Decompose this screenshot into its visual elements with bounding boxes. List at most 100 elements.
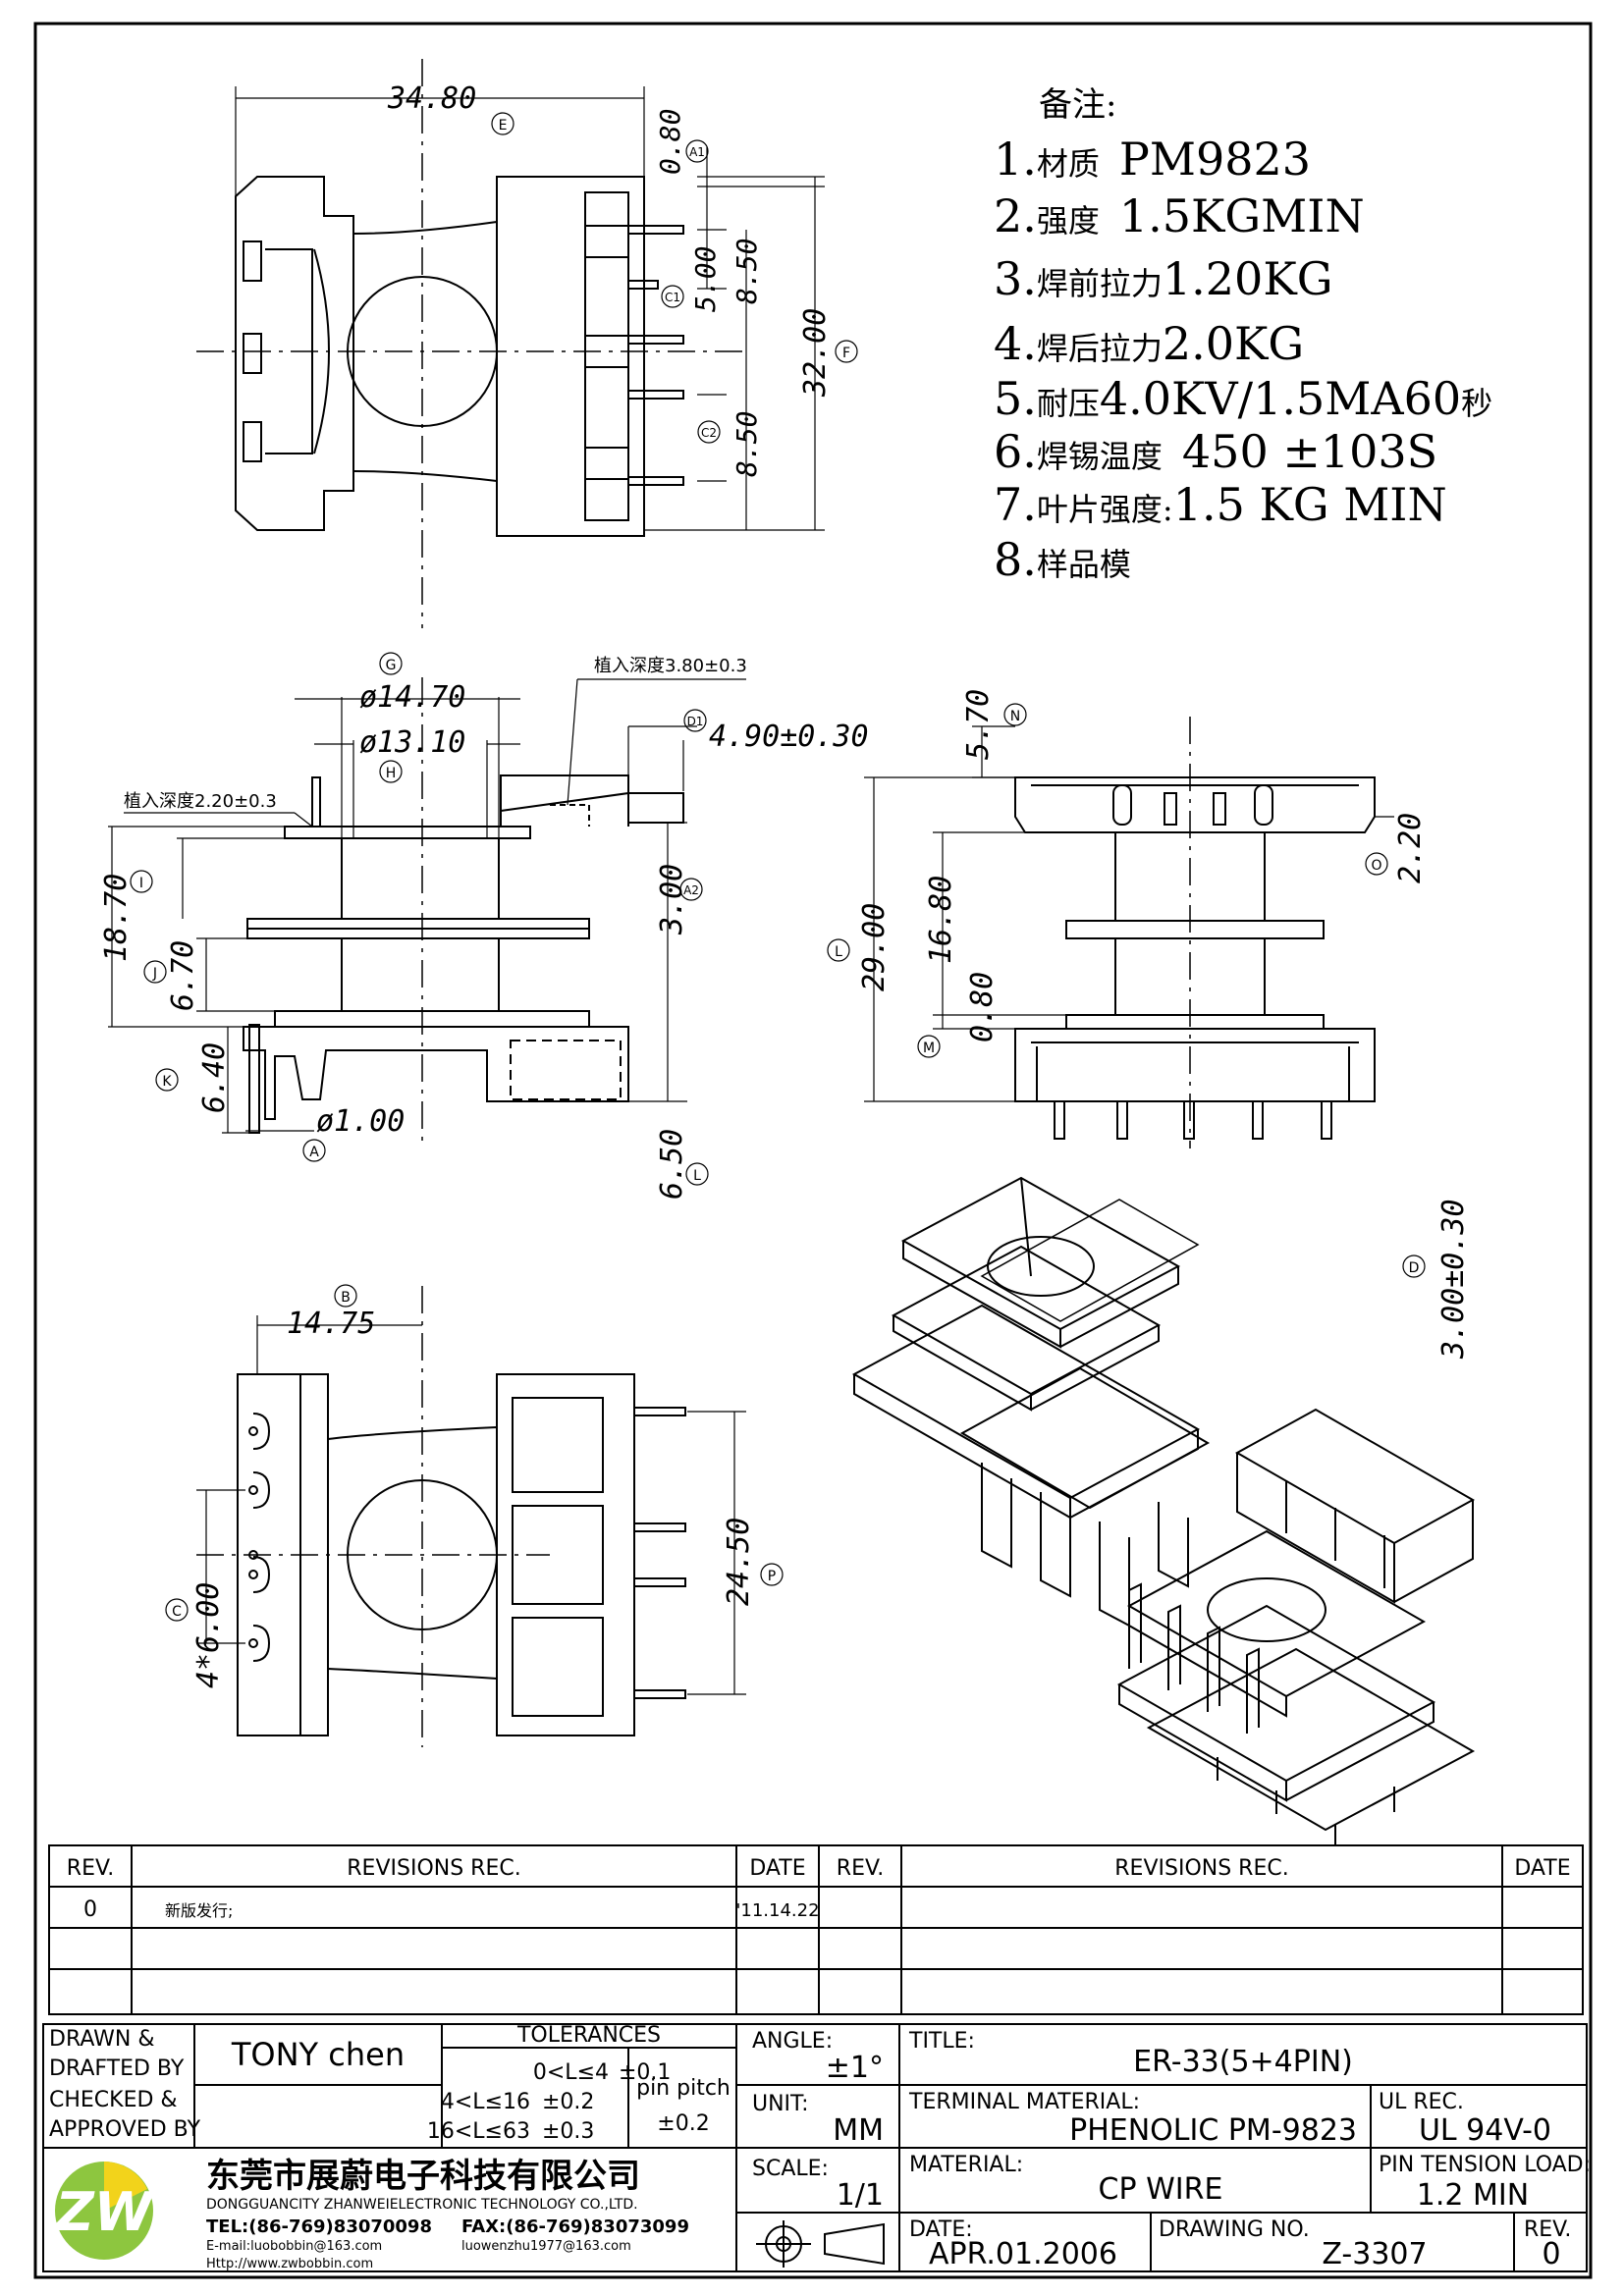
title-block-text: DRAWN & DRAFTED BY TONY chen CHECKED & A… — [49, 2023, 1591, 2271]
bottom-view-dims: 14.75 B 24.50 P 4*6.00 C — [165, 1284, 784, 1695]
ul-rec-label: UL REC. — [1379, 2090, 1464, 2114]
svg-text:8.样品模: 8.样品模 — [994, 533, 1131, 586]
company-name-en: DONGGUANCITY ZHANWEIELECTRONIC TECHNOLOG… — [206, 2197, 638, 2213]
rev-label: REV. — [1524, 2217, 1571, 2242]
revisions-table-text: REV. REVISIONS REC. DATE REV. REVISIONS … — [67, 1856, 1571, 1922]
dim-side-640: 6.40 — [197, 1042, 232, 1113]
title-block — [42, 2023, 1588, 2272]
svg-text:5.耐压4.0KV/1.5MA60秒: 5.耐压4.0KV/1.5MA60秒 — [994, 372, 1492, 425]
dim-side-d1310: ø13.10 — [359, 725, 465, 760]
dim-side-d1470: ø14.70 — [359, 680, 465, 715]
dim-front-2900: 29.00 — [857, 903, 892, 991]
date-header-right: DATE — [1514, 1856, 1570, 1881]
dim-bot-1475: 14.75 — [287, 1307, 375, 1341]
dim-side-300: 3.00 — [655, 864, 689, 935]
svg-text:H: H — [386, 766, 397, 781]
isometric-view-top — [851, 1176, 1211, 1628]
dim-top-850b: 8.50 — [731, 411, 763, 477]
dim-top-850a: 8.50 — [731, 239, 763, 304]
notes-heading: 备注: — [1039, 85, 1116, 125]
company-fax: FAX:(86-769)83073099 — [461, 2216, 689, 2237]
checked-label-1: CHECKED & — [49, 2088, 178, 2112]
company-email-2: luowenzhu1977@163.com — [461, 2239, 631, 2254]
note-3: 3.焊前拉力1.20KG — [994, 252, 1332, 305]
date-label: DATE: — [909, 2217, 973, 2242]
pin-pitch-tol: ±0.2 — [657, 2111, 709, 2136]
rec-header-left: REVISIONS REC. — [347, 1856, 520, 1881]
rev-row-0-date: '11.14.22 — [735, 1900, 819, 1921]
dim-top-500: 5.00 — [689, 246, 722, 312]
dim-side-650: 6.50 — [655, 1129, 689, 1200]
svg-text:C1: C1 — [665, 291, 680, 304]
dim-front-300030: 3.00±0.30 — [1436, 1199, 1471, 1360]
company-info: 东莞市展蔚电子科技有限公司 DONGGUANCITY ZHANWEIELECTR… — [206, 2157, 689, 2271]
svg-text:N: N — [1010, 709, 1020, 724]
unit-label: UNIT: — [752, 2092, 808, 2116]
dim-top-080: 0.80 — [654, 109, 686, 175]
svg-text:A2: A2 — [683, 883, 699, 897]
svg-text:P: P — [768, 1569, 776, 1584]
material-value: CP WIRE — [1099, 2172, 1223, 2207]
top-view — [196, 59, 746, 628]
tol-value-1: ±0.1 — [619, 2060, 671, 2085]
tol-range-3: 16<L≤63 — [427, 2119, 530, 2144]
dim-front-570: 5.70 — [961, 689, 996, 760]
title-label: TITLE: — [908, 2029, 975, 2054]
rev-header-left: REV. — [67, 1856, 114, 1881]
revisions-table — [48, 1844, 1584, 2015]
svg-text:G: G — [386, 658, 397, 673]
drawing-no-label: DRAWING NO. — [1159, 2217, 1310, 2242]
svg-text:L: L — [835, 944, 842, 960]
rev-row-0-rev: 0 — [83, 1897, 97, 1922]
title-value: ER-33(5+4PIN) — [1133, 2045, 1353, 2079]
logo-letters: ZW — [54, 2181, 155, 2243]
note-5: 5.耐压4.0KV/1.5MA60秒 — [994, 372, 1492, 425]
svg-text:E: E — [499, 118, 508, 133]
sheet-border — [33, 22, 1593, 2279]
terminal-material-value: PHENOLIC PM-9823 — [1069, 2113, 1357, 2148]
svg-text:F: F — [842, 346, 850, 361]
tolerances-header: TOLERANCES — [516, 2023, 661, 2048]
company-logo-icon: ZW — [54, 2162, 155, 2260]
ul-rec-value: UL 94V-0 — [1419, 2113, 1551, 2148]
drawn-label-1: DRAWN & — [49, 2027, 155, 2052]
isometric-view-bottom — [1116, 1408, 1476, 1845]
dim-top-width: 34.80 — [387, 81, 476, 116]
svg-text:J: J — [152, 966, 157, 982]
front-view-dims: 5.70 N 2.20 O 29.00 L 16.80 0.80 M D 3.0… — [827, 689, 1471, 1360]
pin-tension-label: PIN TENSION LOAD: — [1379, 2153, 1591, 2177]
rec-header-right: REVISIONS REC. — [1114, 1856, 1288, 1881]
dim-bot-2450: 24.50 — [722, 1518, 756, 1606]
dim-side-670: 6.70 — [166, 940, 200, 1011]
dim-bot-4x600: 4*6.00 — [191, 1582, 226, 1688]
svg-text:B: B — [341, 1290, 351, 1306]
svg-text:D: D — [1409, 1260, 1420, 1276]
top-view-dims: 34.80 E 0.80 A1 5.00 C1 8.50 8.50 C2 32.… — [235, 81, 858, 531]
svg-text:O: O — [1371, 858, 1381, 874]
material-label: MATERIAL: — [909, 2153, 1023, 2177]
company-email: E-mail:luobobbin@163.com — [206, 2239, 382, 2254]
svg-text:C: C — [172, 1604, 182, 1620]
rev-header-right: REV. — [837, 1856, 884, 1881]
drawn-value: TONY chen — [231, 2036, 405, 2073]
dim-front-080: 0.80 — [965, 972, 1000, 1042]
svg-text:A: A — [309, 1145, 319, 1160]
note-4: 4.焊后拉力2.0KG — [994, 317, 1304, 370]
scale-value: 1/1 — [837, 2178, 884, 2213]
tol-value-2: ±0.2 — [542, 2090, 594, 2114]
tol-range-1: 0<L≤4 — [533, 2060, 609, 2085]
note-8: 8.样品模 — [994, 533, 1131, 586]
dim-side-1870: 18.70 — [99, 874, 134, 962]
unit-value: MM — [833, 2113, 884, 2148]
tol-value-3: ±0.3 — [542, 2119, 594, 2144]
svg-text:2.强度1.5KGMIN: 2.强度1.5KGMIN — [994, 189, 1365, 242]
company-tel: TEL:(86-769)83070098 — [206, 2216, 432, 2237]
